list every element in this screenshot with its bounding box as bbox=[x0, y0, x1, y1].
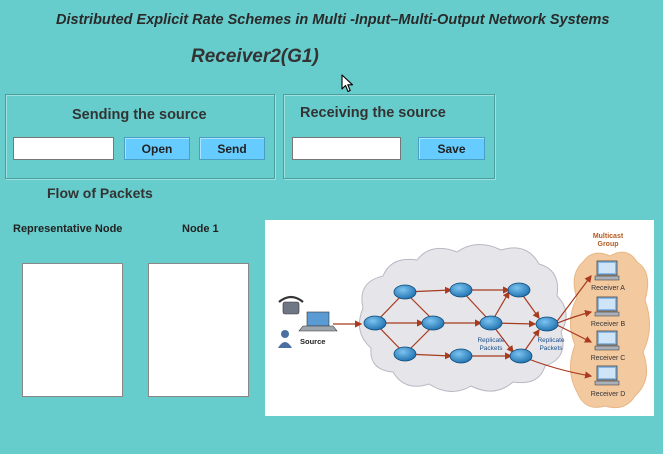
node1-list[interactable] bbox=[148, 263, 249, 397]
person-icon bbox=[278, 330, 292, 348]
computer-icon bbox=[594, 330, 620, 351]
multicast-group-area bbox=[570, 251, 650, 409]
network-cloud bbox=[358, 244, 567, 392]
receiver-label: Receiver C bbox=[591, 355, 626, 362]
packets-label-2: Packets bbox=[539, 345, 563, 352]
group-label: Group bbox=[598, 241, 619, 248]
sending-panel bbox=[5, 94, 275, 179]
laptop-icon bbox=[298, 311, 338, 332]
receiving-panel-title: Receiving the source bbox=[300, 105, 446, 121]
network-diagram: Replicate Packets Replicate Packets Sour… bbox=[265, 220, 654, 416]
replicate-label-1: Replicate bbox=[477, 337, 504, 344]
source-label: Source bbox=[300, 337, 325, 346]
receiver-label: Receiver A bbox=[591, 285, 625, 292]
representative-node-list[interactable] bbox=[22, 263, 123, 397]
receiver-label: Receiver D bbox=[591, 391, 626, 398]
multicast-label: Multicast bbox=[593, 233, 624, 240]
flow-of-packets-title: Flow of Packets bbox=[47, 185, 153, 201]
receiver-label: Receiver B bbox=[591, 321, 626, 328]
router-icon bbox=[363, 282, 559, 364]
representative-node-label: Representative Node bbox=[13, 223, 123, 235]
sending-panel-title: Sending the source bbox=[72, 107, 207, 123]
computer-icon bbox=[594, 365, 620, 386]
save-button[interactable]: Save bbox=[418, 137, 485, 160]
receiving-source-input[interactable] bbox=[292, 137, 401, 160]
app-title: Distributed Explicit Rate Schemes in Mul… bbox=[56, 12, 610, 28]
computer-icon bbox=[594, 260, 620, 281]
receiving-panel bbox=[283, 94, 495, 179]
open-button[interactable]: Open bbox=[124, 137, 190, 160]
node1-label: Node 1 bbox=[182, 223, 219, 235]
sending-source-input[interactable] bbox=[13, 137, 114, 160]
computer-icon bbox=[594, 296, 620, 317]
replicate-label-2: Replicate bbox=[537, 337, 564, 344]
mouse-cursor-icon bbox=[341, 74, 355, 99]
telephone-icon bbox=[278, 295, 304, 315]
send-button[interactable]: Send bbox=[199, 137, 265, 160]
packets-label-1: Packets bbox=[479, 345, 503, 352]
window-title: Receiver2(G1) bbox=[191, 46, 319, 67]
